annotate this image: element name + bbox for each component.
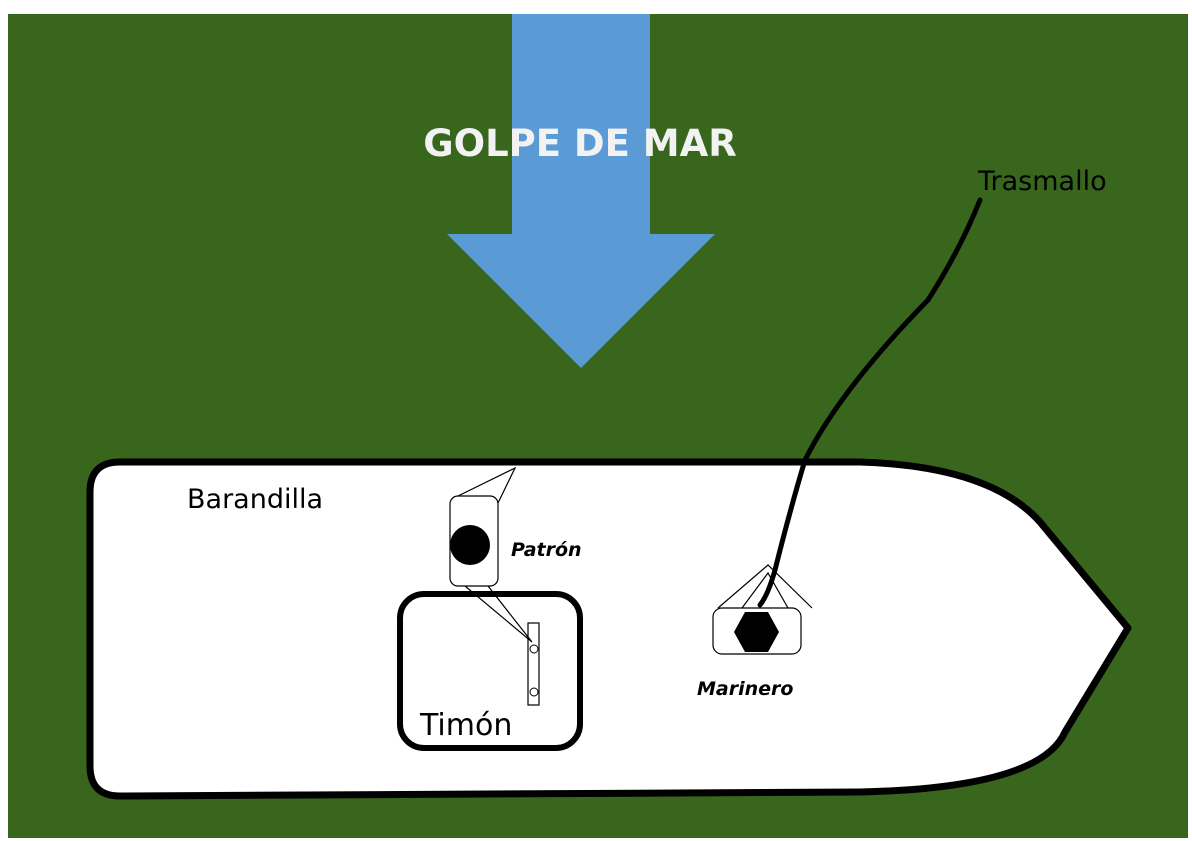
boat-hull	[86, 458, 1132, 800]
trasmallo-line	[757, 197, 983, 608]
marinero-arms	[717, 564, 813, 609]
arrow-down-icon	[447, 14, 715, 368]
marinero-label: Marinero	[697, 678, 793, 700]
golpe-de-mar-label: GOLPE DE MAR	[423, 122, 737, 165]
marinero-arms-inner	[741, 571, 789, 609]
helm-icon	[527, 622, 540, 706]
person-icon	[734, 612, 779, 652]
helm-box	[397, 591, 583, 751]
helm-knob-bottom	[529, 687, 539, 697]
person-icon	[450, 525, 490, 565]
barandilla-label: Barandilla	[187, 484, 323, 515]
patron-label: Patrón	[511, 539, 582, 561]
timon-label: Timón	[419, 708, 512, 743]
trasmallo-label: Trasmallo	[977, 166, 1107, 197]
helm-knob-top	[529, 644, 539, 654]
patron-arm-bottom	[464, 585, 533, 643]
patron-arm-top	[457, 466, 517, 504]
